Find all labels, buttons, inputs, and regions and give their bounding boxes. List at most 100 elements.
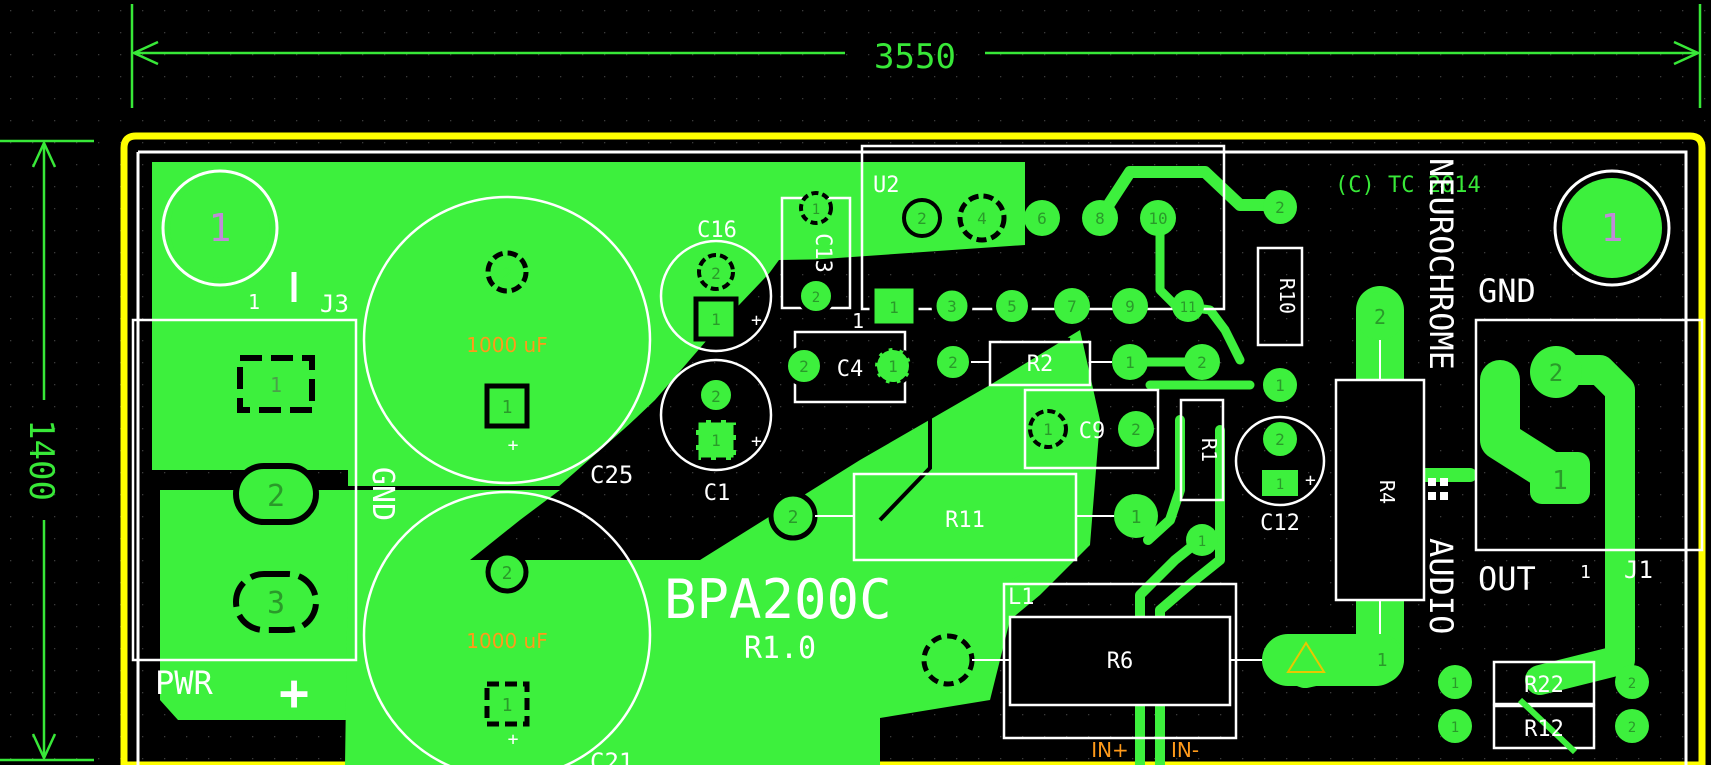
svg-text:1: 1 [1275, 376, 1285, 395]
board-revision: R1.0 [744, 631, 816, 666]
input-minus-label: IN- [1171, 738, 1199, 762]
capacitor-c25: 2 1 + [362, 195, 652, 485]
capacitor-c21: 2 1 + [362, 490, 652, 765]
svg-text:2: 2 [1197, 353, 1207, 372]
resistor-r10: 2 1 [1256, 190, 1304, 402]
svg-text:2: 2 [267, 479, 285, 514]
resistor-r2: 2 1 [933, 340, 1148, 387]
svg-text:9: 9 [1125, 297, 1135, 316]
c13-label: C13 [810, 233, 835, 273]
svg-text:2: 2 [788, 507, 799, 528]
mounting-hole-left: 1 [161, 169, 279, 287]
c25-label: C25 [590, 461, 633, 489]
svg-text:2: 2 [1549, 359, 1563, 387]
svg-text:2: 2 [948, 353, 958, 372]
resistor-r1: 2 1 [1179, 344, 1225, 556]
j1-label: J1 [1624, 556, 1653, 584]
power-label: PWR [155, 664, 214, 702]
svg-text:1: 1 [1377, 650, 1388, 671]
svg-text:3: 3 [947, 297, 957, 316]
svg-text:+: + [508, 435, 519, 456]
svg-text:1: 1 [711, 310, 721, 329]
svg-text:1: 1 [1276, 477, 1284, 493]
capacitor-c13: 1 2 [780, 191, 852, 315]
c21-label: C21 [590, 748, 633, 765]
resistor-r11: 2 1 [768, 472, 1158, 562]
width-dimension-label: 3550 [874, 37, 956, 77]
r6-label: R6 [1107, 649, 1134, 674]
svg-text:2: 2 [1374, 305, 1386, 329]
c21-value: 1000 uF [466, 629, 547, 653]
svg-text:1: 1 [209, 206, 232, 250]
j3-pin1-marker: 1 [248, 290, 260, 314]
svg-text:+: + [508, 729, 519, 750]
svg-text:1: 1 [1451, 720, 1459, 736]
power-plus-marker: + [279, 664, 309, 722]
output-gnd-label: GND [1478, 272, 1536, 310]
mounting-hole-right: 1 [1553, 169, 1671, 287]
brand-name: NEUROCHROME [1422, 158, 1460, 370]
svg-text:2: 2 [799, 357, 809, 376]
svg-text:1: 1 [1198, 534, 1206, 550]
capacitor-c12: 2 1 + [1234, 415, 1326, 507]
connector-j3: 1 2 3 [131, 272, 358, 662]
svg-text:1: 1 [711, 431, 721, 450]
c12-label: C12 [1260, 511, 1300, 536]
inductor-l1: 1 [921, 582, 1402, 740]
c4-label: C4 [837, 357, 864, 382]
svg-text:1: 1 [889, 298, 899, 317]
output-label: OUT [1478, 560, 1536, 598]
power-gnd-label: GND [365, 467, 400, 521]
copyright-notice: (C) TC 2014 [1335, 173, 1481, 198]
svg-text:6: 6 [1037, 209, 1047, 228]
svg-text:1: 1 [1125, 353, 1135, 372]
input-plus-label: IN+ [1091, 738, 1129, 762]
c25-value: 1000 uF [466, 333, 547, 357]
width-dimension [130, 4, 1702, 108]
svg-text:2: 2 [711, 264, 721, 283]
svg-text:5: 5 [1007, 297, 1017, 316]
svg-text:1: 1 [1451, 676, 1459, 692]
brand-separator [1428, 478, 1448, 500]
ic-u2: 2 4 6 8 10 1 3 5 7 9 11 [860, 144, 1226, 329]
svg-text:2: 2 [1628, 676, 1636, 692]
u2-label: U2 [873, 173, 900, 198]
resistor-r12: 1 2 [1438, 697, 1649, 755]
capacitor-c16: 2 1 + [659, 239, 773, 353]
r12-label: R12 [1524, 717, 1564, 742]
j1-pin1-marker: 1 [1580, 562, 1591, 583]
audio-label: AUDIO [1422, 538, 1460, 634]
c16-label: C16 [697, 218, 737, 243]
svg-text:1: 1 [888, 357, 898, 376]
svg-text:1: 1 [1131, 507, 1142, 528]
svg-text:2: 2 [812, 290, 820, 306]
svg-text:+: + [751, 431, 762, 452]
svg-text:1: 1 [1552, 466, 1568, 496]
svg-text:8: 8 [1095, 209, 1105, 228]
l1-label: L1 [1008, 585, 1035, 610]
connector-j1: 2 1 [1474, 318, 1704, 552]
svg-text:2: 2 [917, 209, 927, 228]
svg-text:1: 1 [270, 373, 282, 397]
r4-label: R4 [1375, 480, 1399, 504]
svg-text:1: 1 [1043, 420, 1053, 439]
board-name: BPA200C [664, 568, 892, 631]
u2-pin1-marker: 1 [852, 309, 864, 333]
resistor-r22: 1 2 [1438, 660, 1649, 706]
svg-text:3: 3 [267, 586, 285, 621]
r11-label: R11 [945, 508, 985, 533]
board-keepout [136, 150, 1688, 765]
svg-text:7: 7 [1067, 297, 1077, 316]
svg-text:2: 2 [1275, 198, 1285, 217]
svg-text:1: 1 [1601, 206, 1624, 250]
capacitor-c1: 2 1 + [659, 358, 773, 472]
svg-text:+: + [1305, 470, 1316, 491]
resistor-r4: 2 1 [1334, 292, 1426, 682]
svg-text:2: 2 [1275, 430, 1285, 449]
svg-text:1: 1 [812, 202, 820, 218]
svg-text:2: 2 [1628, 720, 1636, 736]
r1-label: R1 [1197, 438, 1221, 462]
c9-label: C9 [1079, 419, 1106, 444]
c1-label: C1 [704, 481, 731, 506]
